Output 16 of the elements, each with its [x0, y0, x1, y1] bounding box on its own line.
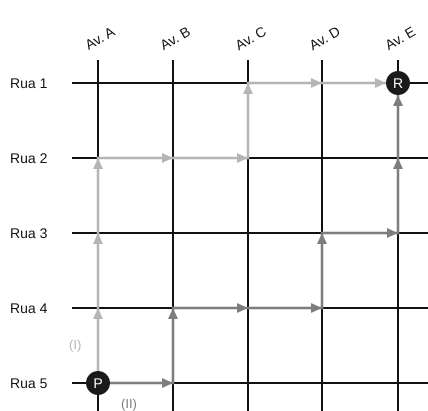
avenue-label: Av. D [306, 22, 343, 54]
street-label: Rua 3 [10, 225, 48, 241]
edge-label: (II) [120, 397, 138, 411]
avenue-label: Av. C [232, 22, 269, 54]
avenue-label: Av. B [157, 23, 194, 53]
route-arrow [93, 78, 386, 371]
street-label: Rua 1 [10, 75, 48, 91]
street-label: Rua 2 [10, 150, 48, 166]
avenue-label: Av. A [82, 23, 118, 53]
avenue-label: Av. E [382, 23, 418, 53]
location-marker: P [86, 371, 110, 395]
edge-label: (I) [68, 338, 82, 352]
location-marker: R [386, 71, 410, 95]
street-label: Rua 5 [10, 375, 48, 391]
street-label: Rua 4 [10, 300, 48, 316]
route-arrow [110, 95, 403, 388]
